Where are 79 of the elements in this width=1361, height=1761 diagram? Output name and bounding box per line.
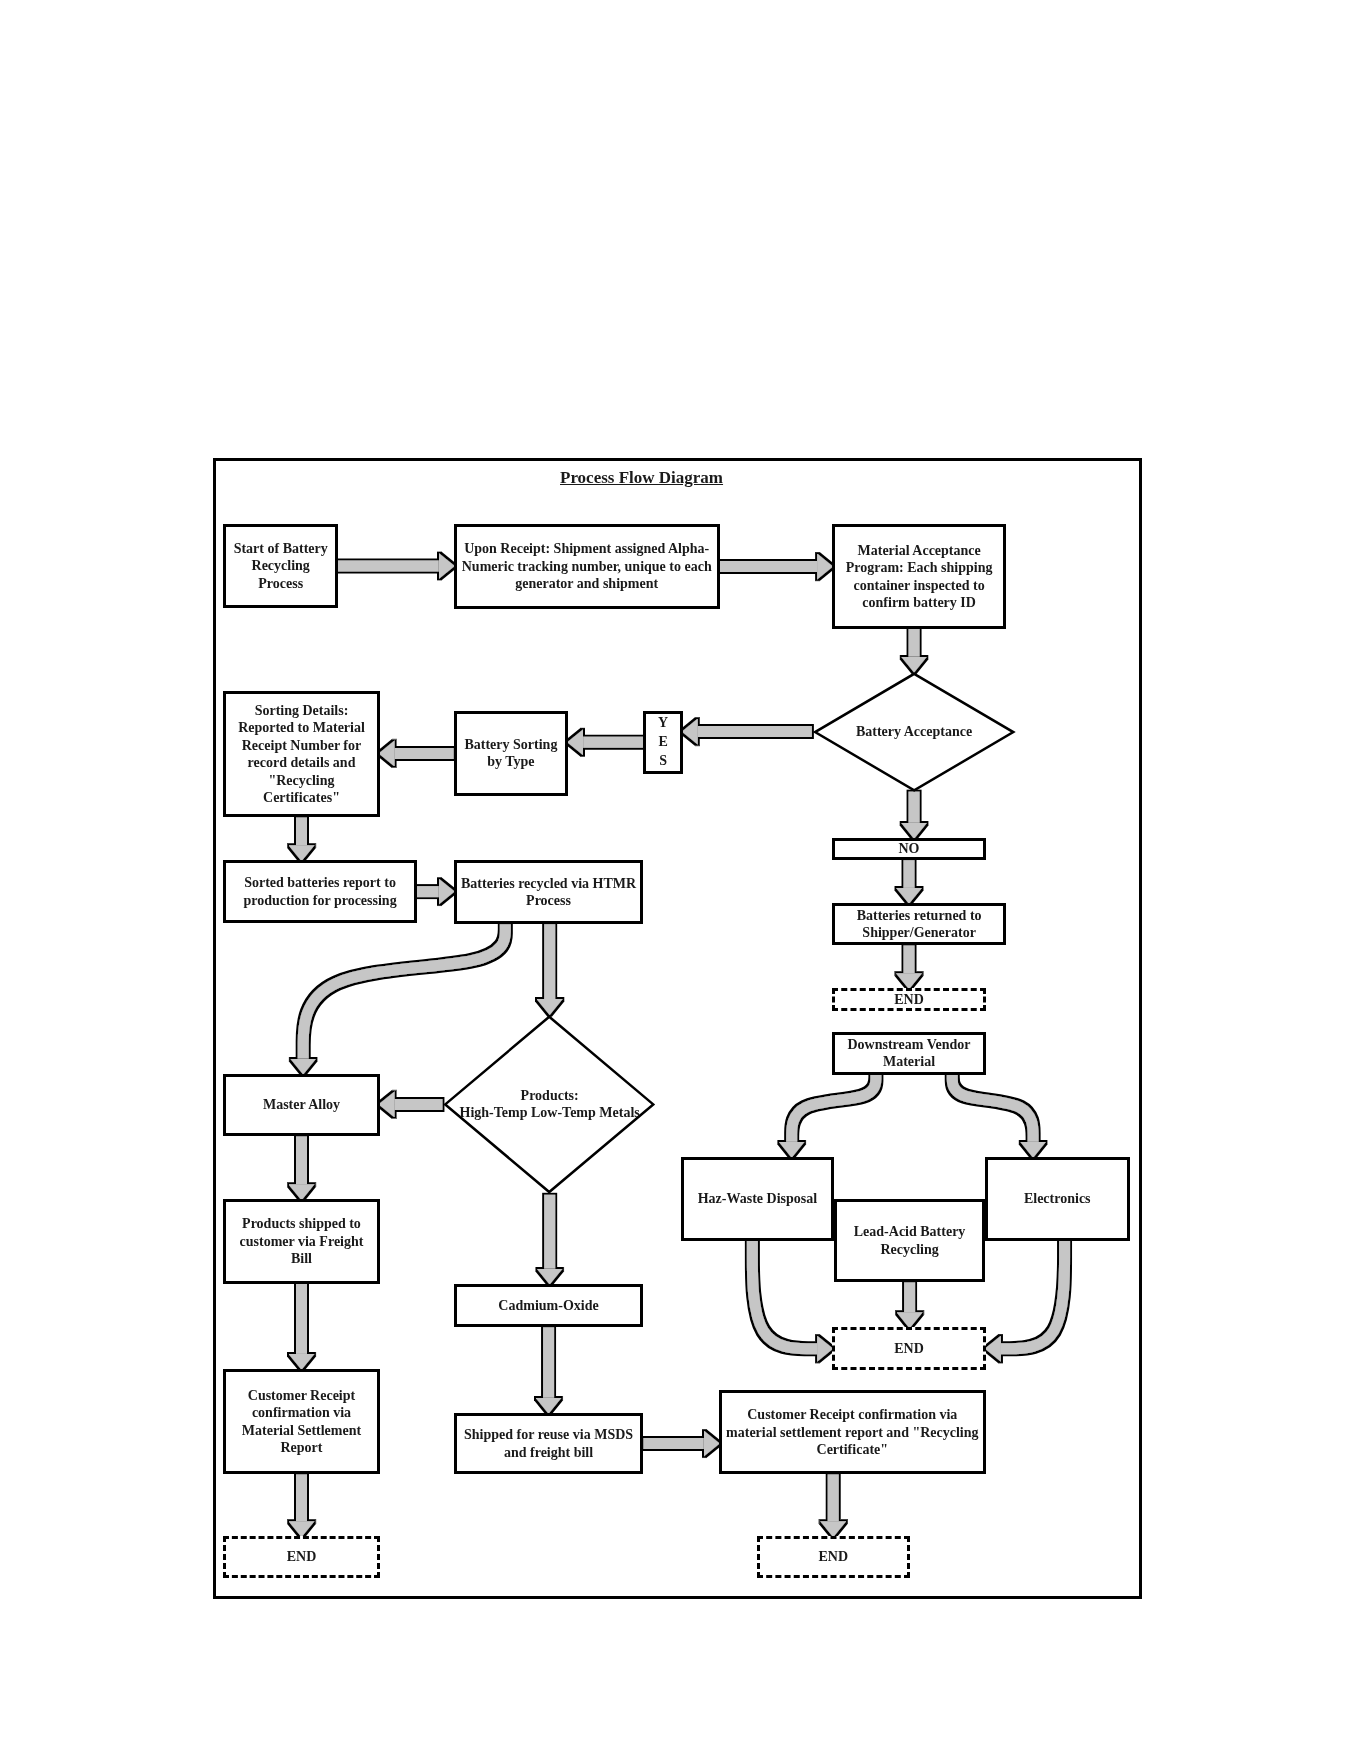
block-arrow bbox=[288, 1283, 315, 1370]
step-text: Products: bbox=[520, 1086, 579, 1105]
step-text: Battery Acceptance bbox=[855, 722, 973, 741]
step-text: Start of Battery Recycling Process bbox=[232, 539, 329, 593]
process-box bbox=[223, 524, 338, 608]
process-box bbox=[453, 1283, 644, 1328]
block-arrow bbox=[896, 945, 922, 990]
decision-diamond bbox=[811, 671, 1017, 792]
step-text: Sorting Details: Reported to Material Receipt Number for record details and "Recycling Certificates" bbox=[237, 701, 366, 807]
block-arrow bbox=[416, 878, 455, 905]
process-box bbox=[453, 860, 644, 925]
process-box bbox=[984, 1156, 1130, 1241]
step-text: Upon Receipt: Shipment assigned Alpha-Numeric tracking number, unique to each generator and shipment bbox=[460, 540, 713, 593]
step-text: Sorted batteries report to production for processing bbox=[242, 874, 398, 910]
block-arrow bbox=[536, 924, 563, 1015]
step-text: Downstream Vendor Material bbox=[846, 1035, 972, 1071]
block-arrow bbox=[288, 817, 315, 862]
decision-diamond bbox=[442, 1014, 657, 1195]
step-text: High-Temp Low-Temp Metals bbox=[459, 1104, 640, 1122]
step-text: YES bbox=[657, 713, 670, 770]
step-text: END bbox=[286, 1548, 317, 1566]
process-box bbox=[832, 837, 986, 861]
step-text: END bbox=[894, 990, 924, 1009]
end-terminator bbox=[832, 988, 986, 1011]
block-arrow bbox=[378, 740, 454, 767]
step-text: Batteries recycled via HTMR Process bbox=[460, 874, 637, 910]
end-terminator bbox=[756, 1536, 910, 1578]
step-text: Lead-Acid Battery Recycling bbox=[852, 1223, 967, 1259]
step-text: Battery Sorting by Type bbox=[463, 735, 559, 771]
step-text: Haz-Waste Disposal bbox=[697, 1190, 818, 1208]
block-arrow bbox=[746, 1240, 834, 1362]
step-text: Shipped for reuse via MSDS and freight bill bbox=[463, 1426, 635, 1461]
block-arrow bbox=[288, 1136, 315, 1201]
block-arrow bbox=[719, 553, 834, 580]
block-arrow bbox=[536, 1194, 563, 1285]
process-box bbox=[223, 1368, 380, 1475]
process-box bbox=[718, 1390, 986, 1475]
step-text: Cadmium-Oxide bbox=[498, 1296, 599, 1315]
step-text: Batteries returned to Shipper/Generator bbox=[855, 906, 983, 942]
process-box bbox=[834, 1199, 985, 1283]
step-text: Customer Receipt confirmation via Material Settlement Report bbox=[240, 1386, 363, 1457]
step-text: NO bbox=[898, 840, 920, 858]
process-box bbox=[453, 710, 569, 797]
process-box bbox=[643, 710, 683, 774]
end-terminator bbox=[832, 1327, 986, 1370]
block-arrow bbox=[946, 1073, 1047, 1158]
block-arrow bbox=[984, 1240, 1071, 1362]
step-text: Master Alloy bbox=[262, 1096, 341, 1114]
block-arrow bbox=[338, 552, 455, 579]
process-box bbox=[453, 1412, 644, 1475]
step-text: Electronics bbox=[1023, 1190, 1091, 1208]
process-box bbox=[832, 1031, 986, 1075]
step-text: Material Acceptance Program: Each shipping container inspected to confirm battery ID bbox=[844, 541, 994, 612]
step-text: Customer Receipt confirmation via material settlement report and "Recycling Certificate" bbox=[725, 1406, 979, 1459]
step-text: END bbox=[818, 1548, 848, 1566]
process-box bbox=[223, 1073, 380, 1137]
block-arrow bbox=[901, 628, 928, 673]
process-box bbox=[223, 860, 417, 924]
process-box bbox=[223, 1199, 380, 1284]
block-arrow bbox=[778, 1073, 882, 1158]
end-terminator bbox=[223, 1536, 380, 1578]
block-arrow bbox=[567, 729, 644, 756]
process-box bbox=[832, 902, 1007, 946]
block-arrow bbox=[288, 1474, 315, 1538]
block-arrow bbox=[901, 791, 928, 839]
block-arrow bbox=[820, 1474, 847, 1538]
block-arrow bbox=[378, 1091, 443, 1118]
process-box bbox=[832, 524, 1007, 629]
step-text: Products shipped to customer via Freight Bill bbox=[238, 1215, 365, 1268]
process-box bbox=[453, 524, 720, 609]
block-arrow bbox=[896, 1282, 923, 1329]
block-arrow bbox=[535, 1327, 562, 1414]
block-arrow bbox=[643, 1430, 720, 1457]
block-arrow bbox=[681, 718, 812, 745]
diagram-title: Process Flow Diagram bbox=[560, 468, 724, 488]
block-arrow bbox=[896, 860, 922, 904]
process-box bbox=[223, 690, 380, 818]
process-box bbox=[680, 1156, 835, 1241]
step-text: END bbox=[894, 1339, 924, 1358]
